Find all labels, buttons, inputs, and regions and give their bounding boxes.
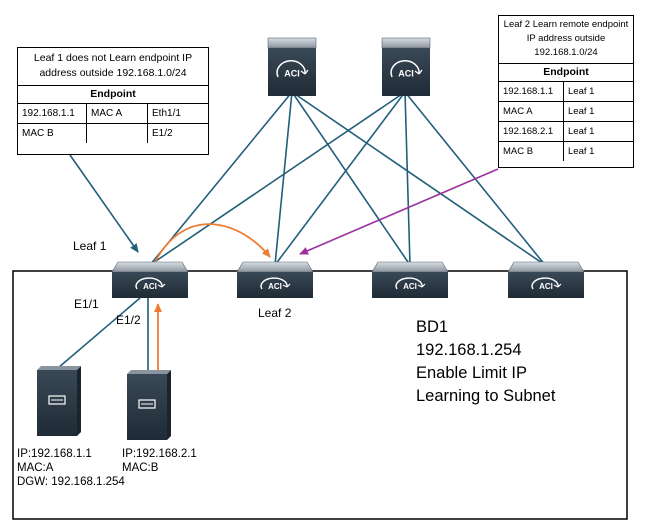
table-cell: MAC B <box>499 141 564 161</box>
port-e1-2-label: E1/2 <box>116 313 141 327</box>
leaf2-endpoint-table: 192.168.1.1 Leaf 1 MAC A Leaf 1 192.168.… <box>499 82 633 161</box>
bridge-domain-info: BD1 192.168.1.254 Enable Limit IP Learni… <box>416 316 555 408</box>
table-cell: 192.168.2.1 <box>499 121 564 142</box>
endpoint2-ip: IP:192.168.2.1 <box>122 448 197 460</box>
aci-logo-icon: ACI <box>135 277 166 291</box>
table-cell: Leaf 1 <box>563 101 633 122</box>
table-row: MAC B Leaf 1 <box>499 141 633 161</box>
table-row: MAC A Leaf 1 <box>499 101 633 122</box>
leaf1-endpoint-table: 192.168.1.1 MAC A Eth1/1 MAC B E1/2 <box>18 104 208 143</box>
leaf1-label: Leaf 1 <box>73 239 107 253</box>
leaf1-endpoint-note: Leaf 1 does not Learn endpoint IP addres… <box>17 47 209 155</box>
leaf2-note-header: Endpoint <box>499 64 633 82</box>
table-cell: Leaf 1 <box>568 146 595 157</box>
table-cell: MAC A <box>499 101 564 122</box>
endpoint1-mac: MAC:A <box>17 462 54 474</box>
table-row: 192.168.2.1 Leaf 1 <box>499 121 633 142</box>
endpoint-server-1 <box>37 366 81 436</box>
table-cell: MAC B <box>18 123 87 143</box>
aci-logo-icon: ACI <box>531 277 562 291</box>
spine-switch-1: ACI <box>267 37 317 96</box>
leaf1-logo-text: ACI <box>143 282 157 291</box>
aci-logo-icon: ACI <box>395 277 426 291</box>
endpoint-server-2 <box>127 370 171 440</box>
table-cell: 192.168.1.1 <box>18 104 87 124</box>
leaf-switch-1: ACI <box>111 261 189 298</box>
endpoint1-info: IP:192.168.1.1 MAC:A DGW: 192.168.1.254 <box>17 447 125 489</box>
leaf2-callout-arrow <box>299 168 499 255</box>
leaf3-logo-text: ACI <box>403 282 417 291</box>
leaf1-callout-arrow <box>69 154 139 253</box>
table-cell: MAC A <box>86 104 148 124</box>
server-drive-icon <box>48 395 66 405</box>
spine-leaf-links <box>149 91 546 266</box>
link-leaf1-endpoint1 <box>57 297 141 369</box>
leaf4-logo-text: ACI <box>539 282 553 291</box>
leaf2-logo-text: ACI <box>268 282 282 291</box>
endpoint1-ip: IP:192.168.1.1 <box>17 448 92 460</box>
bd-name: BD1 <box>416 318 449 336</box>
spine2-logo-text: ACI <box>398 69 414 79</box>
aci-logo-icon: ACI <box>260 277 291 291</box>
port-e1-1-label: E1/1 <box>74 297 99 311</box>
leaf2-note-caption: Leaf 2 Learn remote endpoint IP address … <box>499 16 633 64</box>
leaf1-note-header: Endpoint <box>18 86 208 104</box>
aci-logo-icon: ACI <box>276 59 309 79</box>
endpoint2-info: IP:192.168.2.1 MAC:B <box>122 447 197 475</box>
table-row: 192.168.1.1 Leaf 1 <box>499 82 633 102</box>
table-cell: 192.168.1.1 <box>499 82 564 102</box>
table-cell: E1/2 <box>152 128 173 139</box>
aci-logo-icon: ACI <box>390 59 423 79</box>
leaf2-label: Leaf 2 <box>258 306 292 320</box>
table-cell <box>86 123 148 143</box>
bd-setting-line1: Enable Limit IP <box>416 364 527 382</box>
leaf-switch-3: ACI <box>371 261 449 298</box>
table-row: 192.168.1.1 MAC A Eth1/1 <box>18 104 208 124</box>
server-drive-icon <box>138 399 156 409</box>
leaf2-endpoint-note: Leaf 2 Learn remote endpoint IP address … <box>498 15 634 168</box>
fabric-boundary <box>12 270 628 520</box>
bd-gateway: 192.168.1.254 <box>416 341 522 359</box>
leaf1-note-caption: Leaf 1 does not Learn endpoint IP addres… <box>18 48 208 86</box>
endpoint1-gateway: DGW: 192.168.1.254 <box>17 476 125 488</box>
traffic-arrow-leaf1-leaf2 <box>154 223 271 263</box>
bd-setting-line2: Learning to Subnet <box>416 387 556 405</box>
table-cell: Leaf 1 <box>563 121 633 142</box>
leaf-switch-4: ACI <box>507 261 585 298</box>
spine-switch-2: ACI <box>381 37 431 96</box>
endpoint2-mac: MAC:B <box>122 462 159 474</box>
table-cell: Leaf 1 <box>563 82 633 102</box>
table-row: MAC B E1/2 <box>18 123 208 143</box>
leaf-switch-2: ACI <box>236 261 314 298</box>
spine1-logo-text: ACI <box>284 69 300 79</box>
table-cell: Eth1/1 <box>147 104 208 124</box>
